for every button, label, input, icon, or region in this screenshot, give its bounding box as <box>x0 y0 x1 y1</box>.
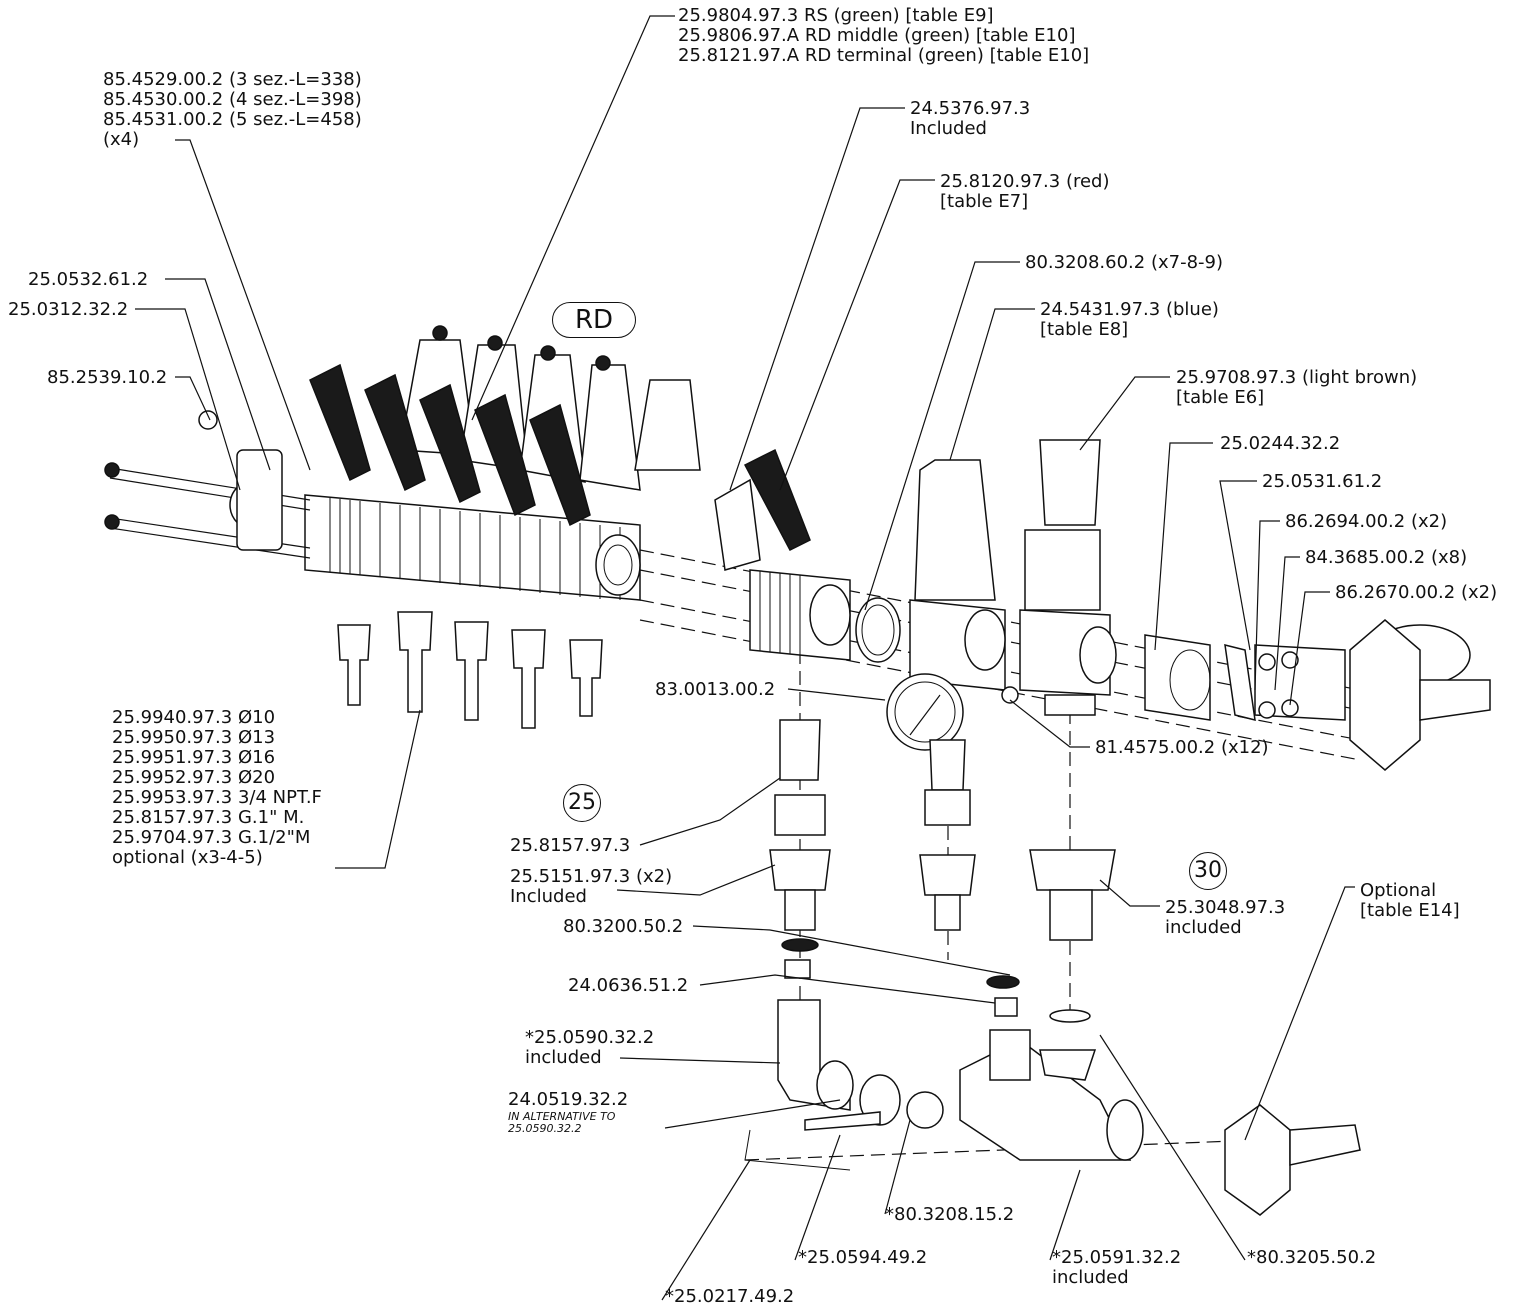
label-light-brown-valve: 25.9708.97.3 (light brown)[table E6] <box>1176 367 1418 408</box>
tie-rods <box>104 410 311 559</box>
bubble-30: 30 <box>1189 852 1227 890</box>
label-85253910: 85.2539.10.2 <box>47 367 168 388</box>
label-25053261: 25.0532.61.2 <box>28 269 149 290</box>
vertical-fittings <box>769 719 1116 1023</box>
label-84368500: 84.3685.00.2 (x8) <box>1305 547 1468 568</box>
label-25024432: 25.0244.32.2 <box>1220 433 1341 454</box>
label-25021749: *25.0217.49.2 <box>665 1286 795 1307</box>
leader-lines <box>135 15 1355 1301</box>
label-25515197: 25.5151.97.3 (x2)Included <box>510 866 673 907</box>
label-rs-rd-valves: 25.9804.97.3 RS (green) [table E9]25.980… <box>678 5 1090 66</box>
label-25031232: 25.0312.32.2 <box>8 299 129 320</box>
label-81457500: 81.4575.00.2 (x12) <box>1095 737 1269 758</box>
label-25815797: 25.8157.97.3 <box>510 835 631 856</box>
label-86267000: 86.2670.00.2 (x2) <box>1335 582 1498 603</box>
manifold-sections <box>304 494 641 601</box>
label-80320050: 80.3200.50.2 <box>563 916 684 937</box>
label-25059449: *25.0594.49.2 <box>798 1247 928 1268</box>
label-80320860: 80.3208.60.2 (x7-8-9) <box>1025 252 1223 273</box>
label-red-valve: 25.8120.97.3 (red)[table E7] <box>940 171 1110 212</box>
pressure-regulator-and-gauge <box>886 439 1117 751</box>
label-83001300: 83.0013.00.2 <box>655 679 776 700</box>
label-25053161: 25.0531.61.2 <box>1262 471 1383 492</box>
bubble-25: 25 <box>563 784 601 822</box>
label-blue-regulator: 24.5431.97.3 (blue)[table E8] <box>1040 299 1219 340</box>
hose-fittings <box>337 611 603 729</box>
label-24063651: 24.0636.51.2 <box>568 975 689 996</box>
label-86269400: 86.2694.00.2 (x2) <box>1285 511 1448 532</box>
label-24051932: 24.0519.32.2 <box>508 1089 629 1110</box>
label-optional-e14: Optional[table E14] <box>1360 880 1460 921</box>
section-valves <box>309 325 701 527</box>
label-tie-rod-kit: 85.4529.00.2 (3 sez.-L=338)85.4530.00.2 … <box>103 69 362 150</box>
label-80320550: *80.3205.50.2 <box>1247 1247 1377 1268</box>
label-80320815: *80.3208.15.2 <box>885 1204 1015 1225</box>
bubble-rd: RD <box>552 302 636 338</box>
end-flange-and-outlet <box>1144 619 1491 771</box>
rd-terminal-valve <box>714 448 901 663</box>
lower-elbow-assembly <box>744 999 1361 1216</box>
